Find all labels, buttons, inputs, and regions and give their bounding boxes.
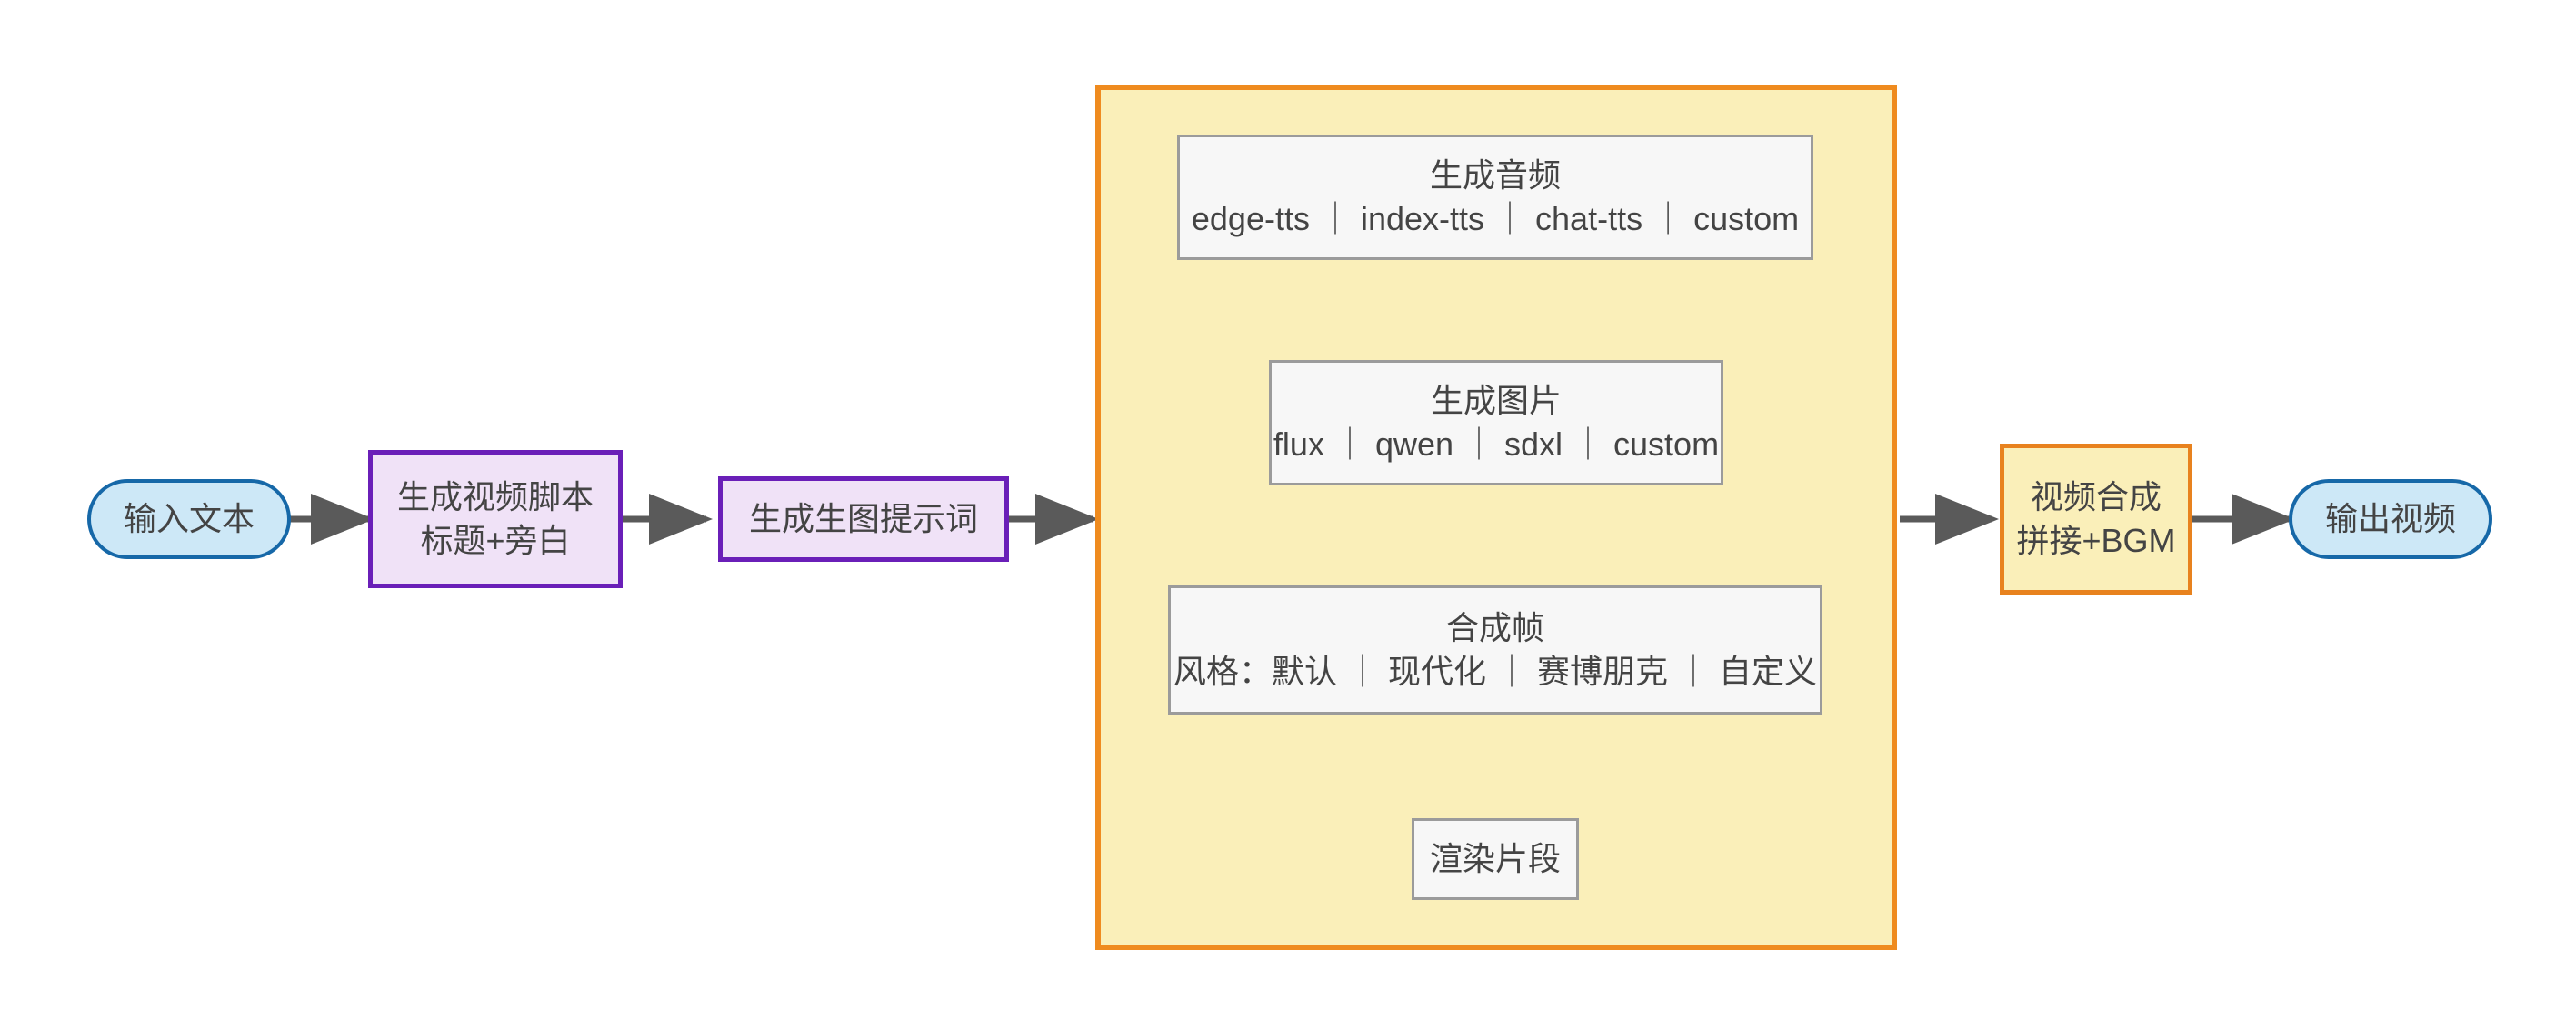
- node-output-video-label: 输出视频: [2324, 500, 2456, 538]
- node-generate-script-line2: 标题+旁白: [420, 522, 571, 559]
- node-video-merge-line1: 视频合成: [2030, 478, 2162, 516]
- node-generate-image[interactable]: 生成图片 flux ｜ qwen ｜ sdxl ｜ custom: [1269, 360, 1723, 485]
- node-generate-script[interactable]: 生成视频脚本 标题+旁白: [368, 450, 623, 588]
- node-video-merge-line2: 拼接+BGM: [2016, 522, 2176, 559]
- node-render-clip-label: 渲染片段: [1429, 840, 1561, 878]
- node-compose-frame[interactable]: 合成帧 风格：默认 ｜ 现代化 ｜ 赛博朋克 ｜ 自定义: [1168, 585, 1822, 715]
- node-generate-script-line1: 生成视频脚本: [396, 478, 594, 516]
- node-generate-prompt[interactable]: 生成生图提示词: [718, 476, 1009, 562]
- node-input-text[interactable]: 输入文本: [87, 479, 291, 559]
- node-video-merge[interactable]: 视频合成 拼接+BGM: [2000, 444, 2192, 595]
- node-generate-audio-line2: edge-tts ｜ index-tts ｜ chat-tts ｜ custom: [1191, 200, 1800, 237]
- node-compose-frame-line2: 风格：默认 ｜ 现代化 ｜ 赛博朋克 ｜ 自定义: [1173, 653, 1817, 690]
- node-generate-audio-line1: 生成音频: [1429, 156, 1561, 195]
- node-generate-audio[interactable]: 生成音频 edge-tts ｜ index-tts ｜ chat-tts ｜ c…: [1177, 135, 1813, 260]
- node-generate-image-line2: flux ｜ qwen ｜ sdxl ｜ custom: [1273, 425, 1720, 463]
- node-compose-frame-line1: 合成帧: [1445, 609, 1544, 647]
- node-input-text-label: 输入文本: [123, 500, 255, 538]
- node-output-video[interactable]: 输出视频: [2289, 479, 2492, 559]
- node-generate-prompt-label: 生成生图提示词: [748, 500, 978, 538]
- node-render-clip[interactable]: 渲染片段: [1412, 818, 1579, 900]
- node-generate-image-line1: 生成图片: [1430, 382, 1562, 420]
